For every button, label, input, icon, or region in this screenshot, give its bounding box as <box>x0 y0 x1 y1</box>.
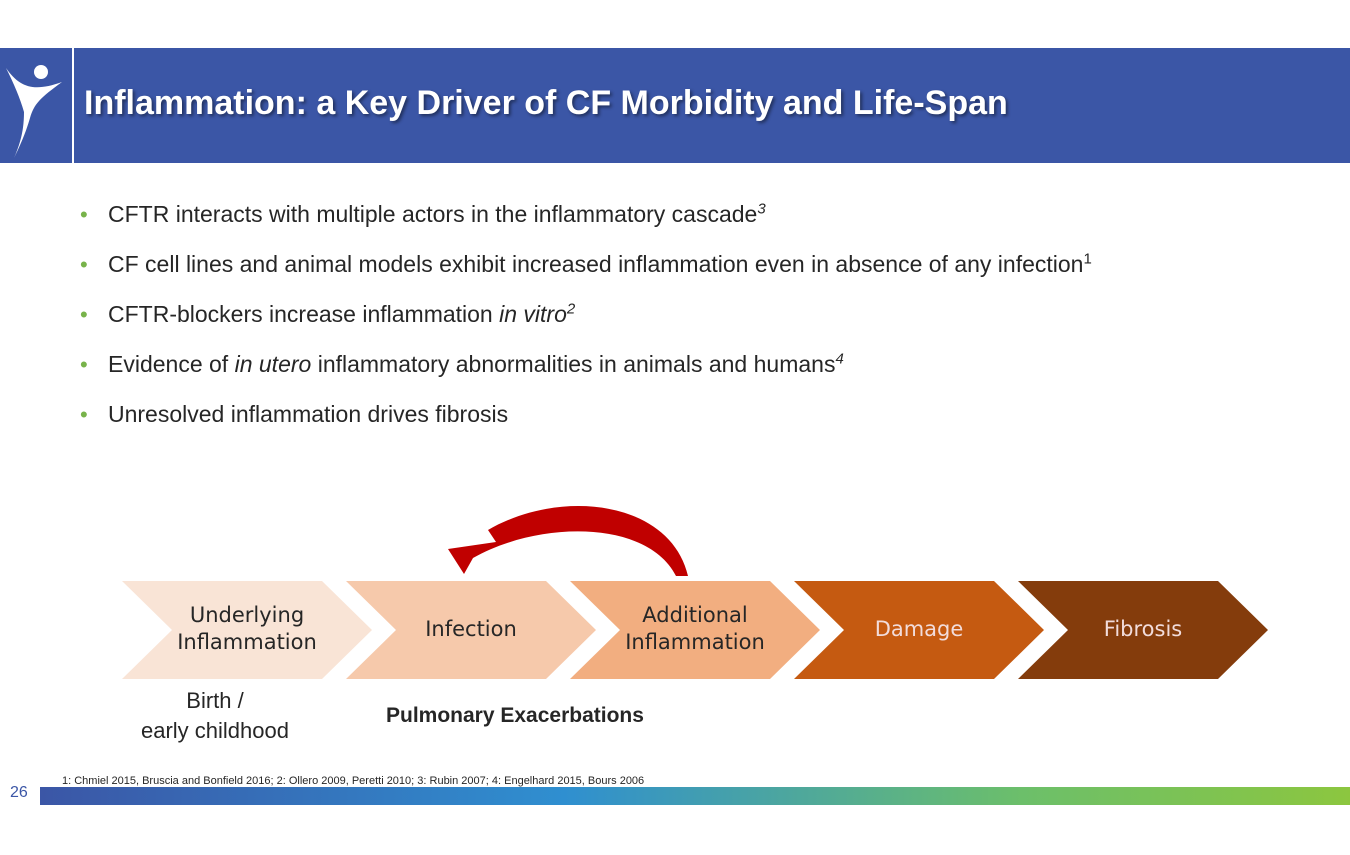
bullet-dot-icon: • <box>80 202 88 227</box>
stage-chevron-damage <box>794 581 1044 679</box>
birth-early-childhood-label: Birth /early childhood <box>141 688 289 743</box>
stage-label-fibrosis: Fibrosis <box>1103 617 1183 641</box>
logo <box>0 48 74 163</box>
stage-chevron-additional-inflammation <box>570 581 820 679</box>
bullet-item: •CFTR-blockers increase inflammation in … <box>80 300 576 327</box>
stage-chevron-fibrosis <box>1018 581 1268 679</box>
bullet-item: •Unresolved inflammation drives fibrosis <box>80 401 509 427</box>
page-title: Inflammation: a Key Driver of CF Morbidi… <box>84 84 1008 122</box>
bullet-item: •Evidence of in utero inflammatory abnor… <box>80 350 844 377</box>
bullet-list: •CFTR interacts with multiple actors in … <box>80 200 1240 450</box>
bullet-item: •CFTR interacts with multiple actors in … <box>80 200 766 227</box>
human-figure-logo-icon <box>6 65 62 158</box>
stage-chevron-underlying-inflammation <box>122 581 372 679</box>
bullet-dot-icon: • <box>80 402 88 427</box>
stage-label-infection: Infection <box>425 617 517 641</box>
bullet-item: •CF cell lines and animal models exhibit… <box>80 250 1092 277</box>
stage-chevron-infection <box>346 581 596 679</box>
feedback-arrow-icon <box>448 506 688 576</box>
title-bar <box>0 48 1350 163</box>
footer-gradient-bar <box>40 787 1350 805</box>
bullet-dot-icon: • <box>80 252 88 277</box>
references-footnote: 1: Chmiel 2015, Bruscia and Bonfield 201… <box>62 775 645 787</box>
page-number: 26 <box>10 784 28 801</box>
bullet-dot-icon: • <box>80 352 88 377</box>
stage-label-damage: Damage <box>874 617 964 641</box>
pulmonary-exacerbations-label: Pulmonary Exacerbations <box>386 704 644 727</box>
bullet-dot-icon: • <box>80 302 88 327</box>
